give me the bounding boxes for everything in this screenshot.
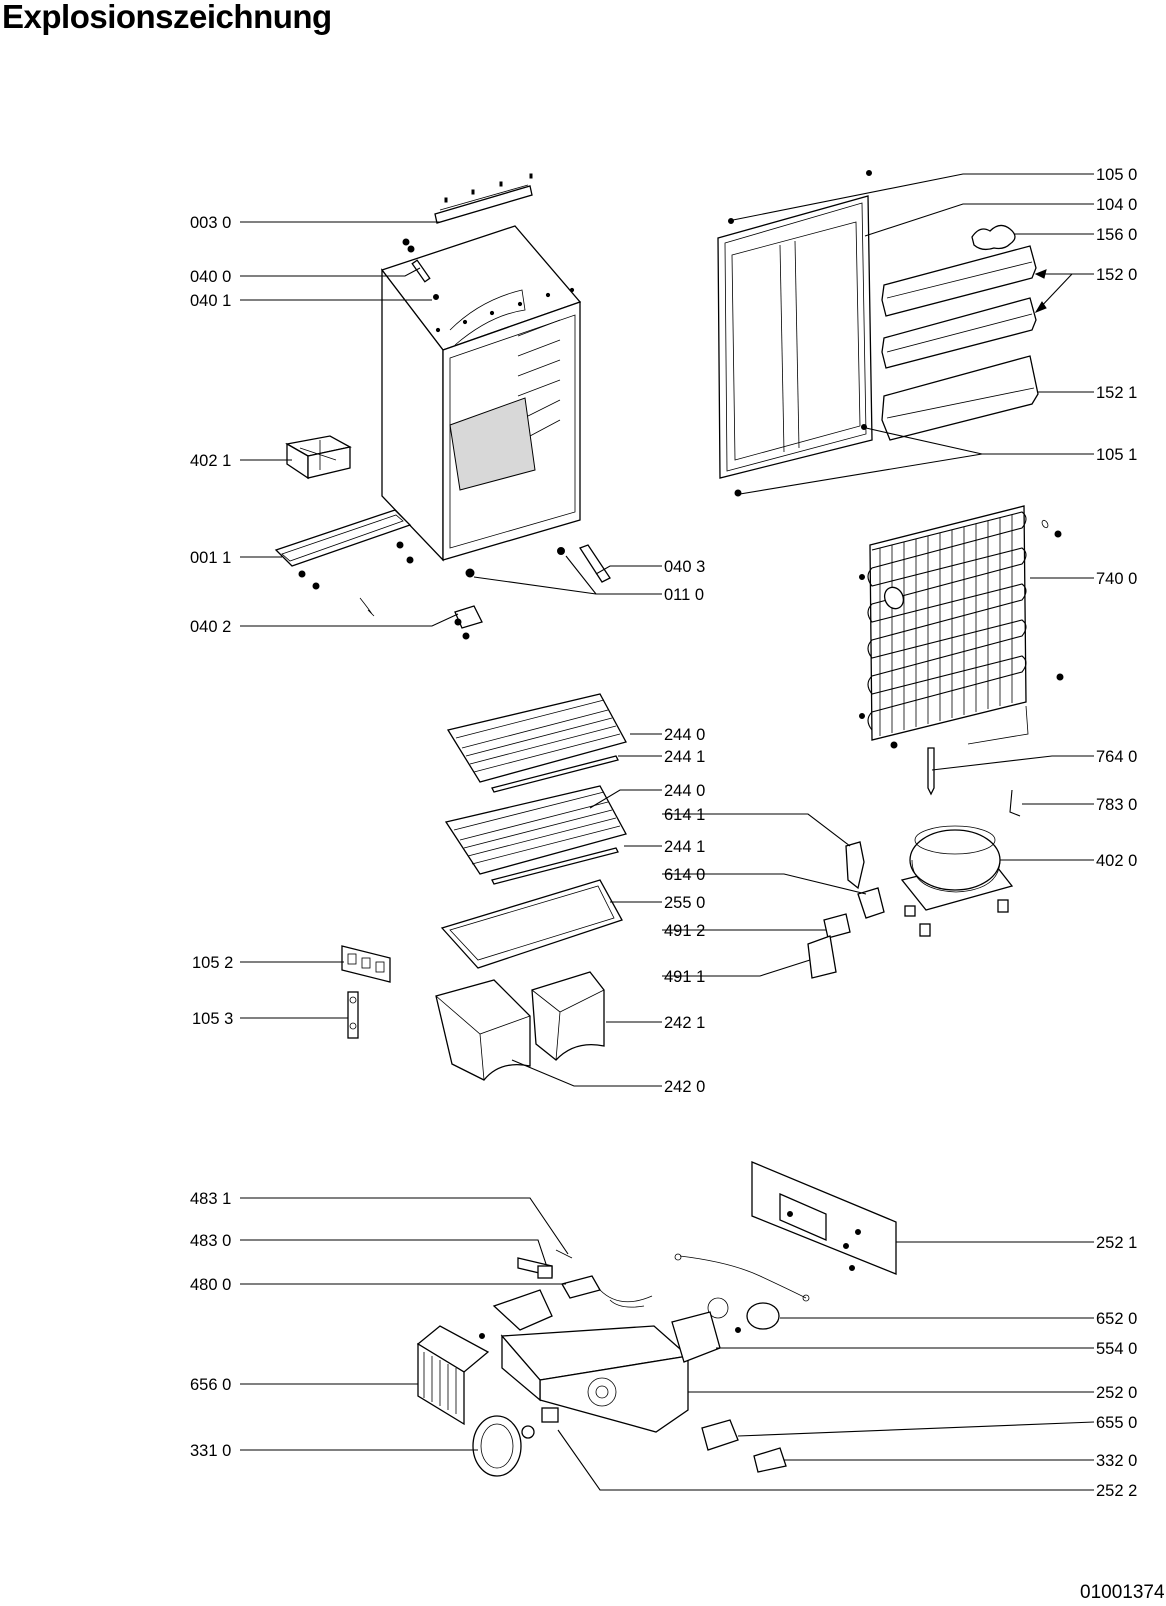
label-402-0: 402 0 [1096, 852, 1137, 870]
label-483-0: 483 0 [190, 1232, 231, 1250]
label-244-1: 244 1 [664, 838, 705, 856]
label-011-0: 011 0 [664, 586, 704, 604]
label-252-2: 252 2 [1096, 1482, 1137, 1500]
label-255-0: 255 0 [664, 894, 705, 912]
label-614-0: 614 0 [664, 866, 705, 884]
label-554-0: 554 0 [1096, 1340, 1137, 1358]
label-152-1: 152 1 [1096, 384, 1137, 402]
label-491-1: 491 1 [664, 968, 705, 986]
label-242-1: 242 1 [664, 1014, 705, 1032]
label-252-1: 252 1 [1096, 1234, 1137, 1252]
label-252-0: 252 0 [1096, 1384, 1137, 1402]
label-105-1: 105 1 [1096, 446, 1137, 464]
label-655-0: 655 0 [1096, 1414, 1137, 1432]
label-040-2: 040 2 [190, 618, 231, 636]
label-614-1: 614 1 [664, 806, 705, 824]
label-480-0: 480 0 [190, 1276, 231, 1294]
compressor-part-drawing [900, 825, 1014, 937]
label-491-2: 491 2 [664, 922, 705, 940]
label-105-0: 105 0 [1096, 166, 1137, 184]
document-number: 01001374 [1080, 1582, 1165, 1603]
label-040-3: 040 3 [664, 558, 705, 576]
page-title: Explosionszeichnung [2, 0, 332, 35]
label-740-0: 740 0 [1096, 570, 1137, 588]
part-labels: 003 0 040 0 040 1 402 1 001 1 040 2 105 … [190, 166, 1137, 1500]
label-783-0: 783 0 [1096, 796, 1137, 814]
label-104-0: 104 0 [1096, 196, 1137, 214]
condenser-part-drawing [859, 505, 1064, 817]
label-244-0: 244 0 [664, 726, 705, 744]
label-764-0: 764 0 [1096, 748, 1137, 766]
label-483-1: 483 1 [190, 1190, 231, 1208]
label-040-0: 040 0 [190, 268, 231, 286]
label-156-0: 156 0 [1096, 226, 1137, 244]
label-331-0: 331 0 [190, 1442, 231, 1460]
label-242-0: 242 0 [664, 1078, 705, 1096]
label-105-3: 105 3 [192, 1010, 233, 1028]
label-003-0: 003 0 [190, 214, 231, 232]
shelves-part-drawing [341, 693, 885, 1081]
label-652-0: 652 0 [1096, 1310, 1137, 1328]
label-105-2: 105 2 [192, 954, 233, 972]
label-332-0: 332 0 [1096, 1452, 1137, 1470]
label-040-1: 040 1 [190, 292, 231, 310]
label-244-1: 244 1 [664, 748, 705, 766]
electrical-part-drawing [416, 1161, 897, 1477]
label-244-0: 244 0 [664, 782, 705, 800]
cabinet-part-drawing [274, 173, 611, 640]
label-656-0: 656 0 [190, 1376, 231, 1394]
door-part-drawing [717, 170, 1039, 497]
label-152-0: 152 0 [1096, 266, 1137, 284]
label-402-1: 402 1 [190, 452, 231, 470]
label-001-1: 001 1 [190, 549, 231, 567]
